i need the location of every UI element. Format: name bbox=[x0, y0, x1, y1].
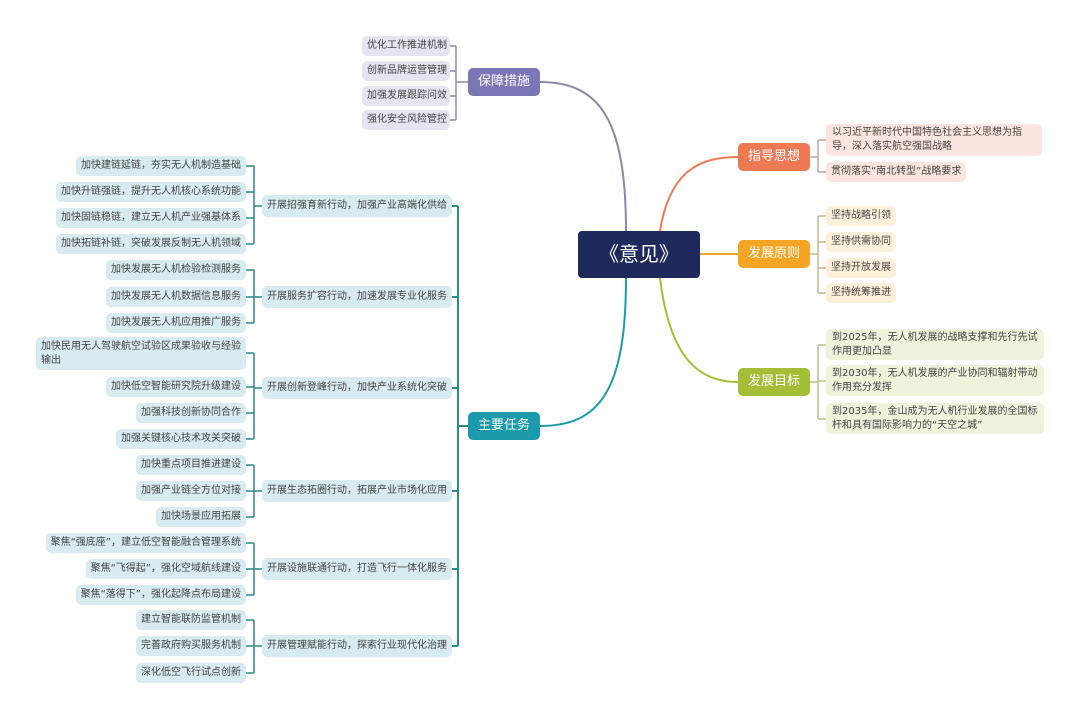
principle-item[interactable]: 坚持统筹推进 bbox=[826, 283, 896, 303]
central-topic[interactable]: 《意见》 bbox=[578, 231, 700, 278]
principle-item[interactable]: 坚持战略引领 bbox=[826, 206, 896, 226]
guarantee-item[interactable]: 强化安全风险管控 bbox=[362, 110, 450, 130]
link-tasks-trunk bbox=[457, 206, 468, 646]
task-item[interactable]: 加快固链稳链，建立无人机产业强基体系 bbox=[56, 208, 246, 228]
task-item[interactable]: 加快民用无人驾驶航空试验区成果验收与经验输出 bbox=[36, 337, 246, 370]
guiding-item[interactable]: 以习近平新时代中国特色社会主义思想为指导，深入落实航空强国战略 bbox=[826, 124, 1042, 156]
branch-guiding[interactable]: 指导思想 bbox=[738, 143, 810, 171]
task-item[interactable]: 加快建链延链，夯实无人机制造基础 bbox=[76, 156, 246, 176]
task-group[interactable]: 开展招强育新行动，加强产业高端化供给 bbox=[262, 195, 452, 217]
task-item[interactable]: 加强关键核心技术攻关突破 bbox=[116, 429, 246, 449]
task-item[interactable]: 加快发展无人机数据信息服务 bbox=[106, 287, 246, 307]
link-goals bbox=[659, 277, 739, 383]
task-item[interactable]: 加快场景应用拓展 bbox=[156, 507, 246, 527]
bracket-connector bbox=[246, 352, 262, 440]
task-item[interactable]: 加强产业链全方位对接 bbox=[136, 481, 246, 501]
link-guarantee bbox=[539, 81, 627, 232]
bracket-connector bbox=[246, 165, 262, 245]
principle-item[interactable]: 坚持开放发展 bbox=[826, 258, 896, 278]
branch-principles[interactable]: 发展原则 bbox=[738, 240, 810, 268]
task-item[interactable]: 加快发展无人机应用推广服务 bbox=[106, 313, 246, 333]
task-item[interactable]: 加强科技创新协同合作 bbox=[136, 403, 246, 423]
task-group[interactable]: 开展管理赋能行动，探索行业现代化治理 bbox=[262, 635, 452, 657]
guarantee-item[interactable]: 创新品牌运营管理 bbox=[362, 61, 450, 81]
link-tasks bbox=[539, 277, 627, 427]
task-item[interactable]: 加快拓链补链，突破发展反制无人机领域 bbox=[56, 234, 246, 254]
bracket-connector bbox=[808, 139, 826, 173]
task-item[interactable]: 深化低空飞行试点创新 bbox=[136, 663, 246, 683]
guiding-item[interactable]: 贯彻落实“南北转型”战略要求 bbox=[826, 162, 967, 182]
branch-guarantee[interactable]: 保障措施 bbox=[468, 68, 540, 96]
goal-item[interactable]: 到2035年，金山成为无人机行业发展的全国标杆和具有国际影响力的“天空之城” bbox=[826, 403, 1044, 434]
task-item[interactable]: 加快重点项目推进建设 bbox=[136, 455, 246, 475]
bracket-connector bbox=[808, 215, 826, 294]
branch-goals[interactable]: 发展目标 bbox=[738, 368, 810, 396]
task-group[interactable]: 开展创新登峰行动，加快产业系统化突破 bbox=[262, 377, 452, 399]
link-guiding bbox=[659, 156, 739, 232]
bracket-connector bbox=[448, 45, 468, 121]
guarantee-item[interactable]: 加强发展跟踪问效 bbox=[362, 86, 450, 106]
task-item[interactable]: 加快升链强链，提升无人机核心系统功能 bbox=[56, 182, 246, 202]
bracket-connector bbox=[246, 542, 262, 596]
task-item[interactable]: 聚焦“飞得起”，强化空域航线建设 bbox=[85, 559, 246, 579]
task-item[interactable]: 完善政府购买服务机制 bbox=[136, 636, 246, 656]
task-item[interactable]: 聚焦“落得下”，强化起降点布局建设 bbox=[75, 585, 246, 605]
goal-item[interactable]: 到2030年，无人机发展的产业协同和辐射带动作用充分发挥 bbox=[826, 365, 1044, 396]
task-group[interactable]: 开展服务扩容行动，加速发展专业化服务 bbox=[262, 286, 452, 308]
task-item[interactable]: 加快发展无人机检验检测服务 bbox=[106, 260, 246, 280]
principle-item[interactable]: 坚持供需协同 bbox=[826, 232, 896, 252]
task-group[interactable]: 开展生态拓圈行动，拓展产业市场化应用 bbox=[262, 480, 452, 502]
bracket-connector bbox=[246, 269, 262, 324]
branch-tasks[interactable]: 主要任务 bbox=[468, 412, 540, 440]
bracket-connector bbox=[246, 619, 262, 674]
bracket-connector bbox=[808, 344, 826, 420]
guarantee-item[interactable]: 优化工作推进机制 bbox=[362, 36, 450, 56]
task-item[interactable]: 聚焦“强底座”，建立低空智能融合管理系统 bbox=[45, 533, 246, 553]
task-item[interactable]: 建立智能联防监管机制 bbox=[136, 610, 246, 630]
goal-item[interactable]: 到2025年，无人机发展的战略支撑和先行先试作用更加凸显 bbox=[826, 329, 1044, 360]
task-group[interactable]: 开展设施联通行动，打造飞行一体化服务 bbox=[262, 558, 452, 580]
task-item[interactable]: 加快低空智能研究院升级建设 bbox=[106, 377, 246, 397]
bracket-connector bbox=[246, 464, 262, 518]
